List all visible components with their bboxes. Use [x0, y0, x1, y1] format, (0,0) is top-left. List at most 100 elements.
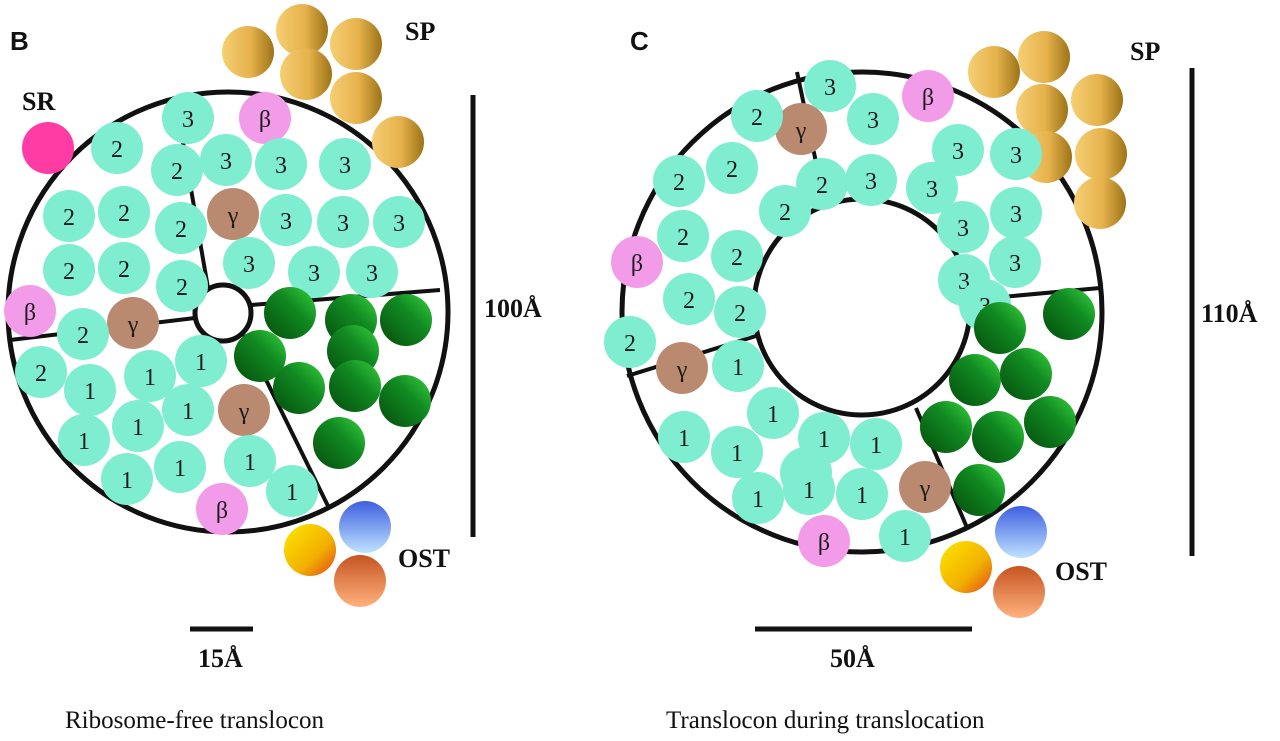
subunit-label: 1 — [899, 525, 911, 551]
subunit-label: 3 — [308, 261, 320, 287]
teal-subunit-icon — [223, 237, 275, 289]
subunit-label: 1 — [732, 355, 744, 381]
subunit-label: 2 — [77, 323, 89, 349]
signal-peptidase-icon — [1075, 128, 1127, 180]
teal-subunit-icon — [200, 134, 252, 186]
subunit-label: 3 — [824, 75, 836, 101]
subunit-label: 3 — [280, 209, 292, 235]
gamma-subunit-icon — [899, 461, 951, 513]
sr-label: SR — [22, 87, 55, 116]
signal-peptidase-icon — [1016, 84, 1068, 136]
green-subunit-icon — [1043, 288, 1095, 340]
teal-subunit-icon — [845, 154, 897, 206]
caption-c: Translocon during translocation — [666, 707, 985, 734]
srp-receptor-icon — [22, 122, 74, 174]
green-subunit-icon — [920, 401, 972, 453]
teal-subunit-icon — [932, 124, 984, 176]
subunit-label: 2 — [673, 170, 685, 196]
signal-peptidase-icon — [1071, 74, 1123, 126]
teal-subunit-icon — [43, 190, 95, 242]
teal-subunit-icon — [706, 142, 758, 194]
teal-subunit-icon — [224, 435, 276, 487]
subunit-label: 3 — [865, 169, 877, 195]
subunit-label: 2 — [751, 105, 763, 131]
subunit-label: 3 — [957, 216, 969, 242]
teal-subunit-icon — [101, 453, 153, 505]
ost-label-c: OST — [1055, 557, 1107, 586]
subunit-label: 1 — [286, 480, 298, 506]
subunit-label: 1 — [144, 365, 156, 391]
subunit-label: 2 — [176, 275, 188, 301]
caption-b: Ribosome-free translocon — [65, 707, 324, 734]
ost-icon — [284, 524, 336, 576]
subunit-label: β — [259, 107, 271, 133]
gamma-subunit-icon — [107, 297, 159, 349]
panel-label-c: C — [630, 26, 649, 56]
gamma-subunit-icon — [656, 342, 708, 394]
green-subunit-icon — [329, 360, 381, 412]
subunit-label: 3 — [393, 211, 405, 237]
teal-subunit-icon — [759, 185, 811, 237]
gamma-subunit-icon — [218, 384, 270, 436]
teal-subunit-icon — [850, 418, 902, 470]
subunit-label: 2 — [63, 205, 75, 231]
ost-icon — [995, 506, 1047, 558]
scale-label-small-b: 15Å — [198, 644, 243, 673]
subunit-label: 3 — [366, 261, 378, 287]
signal-peptidase-icon — [276, 4, 328, 56]
teal-subunit-icon — [731, 90, 783, 142]
green-subunit-icon — [1024, 396, 1076, 448]
beta-subunit-icon — [611, 236, 663, 288]
teal-subunit-icon — [990, 187, 1042, 239]
scale-label-vertical-b: 100Å — [484, 294, 542, 323]
teal-subunit-icon — [836, 468, 888, 520]
teal-subunit-icon — [288, 246, 340, 298]
green-subunit-icon — [949, 354, 1001, 406]
subunit-label: 1 — [132, 415, 144, 441]
subunit-label: γ — [676, 357, 688, 383]
subunit-label: 1 — [678, 426, 690, 452]
subunit-label: 2 — [111, 137, 123, 163]
subunit-label: 2 — [734, 301, 746, 327]
teal-subunit-icon — [879, 510, 931, 562]
subunit-label: 1 — [244, 450, 256, 476]
subunit-label: 1 — [195, 350, 207, 376]
ost-icon — [334, 555, 386, 607]
teal-subunit-icon — [783, 463, 835, 515]
subunit-label: 2 — [731, 245, 743, 271]
panel-label-b: B — [10, 26, 29, 56]
ost-icon — [940, 541, 992, 593]
teal-subunit-icon — [906, 162, 958, 214]
teal-subunit-icon — [346, 246, 398, 298]
teal-subunit-icon — [124, 350, 176, 402]
green-subunit-icon — [264, 287, 316, 339]
teal-subunit-icon — [266, 465, 318, 517]
subunit-label: 3 — [926, 177, 938, 203]
subunit-label: 2 — [63, 259, 75, 285]
green-subunit-icon — [234, 330, 286, 382]
teal-subunit-icon — [98, 242, 150, 294]
subunit-label: 2 — [175, 217, 187, 243]
subunit-label: 3 — [337, 211, 349, 237]
subunit-label: 2 — [118, 257, 130, 283]
ost-label-b: OST — [398, 544, 450, 573]
subunit-label: 1 — [767, 402, 779, 428]
beta-subunit-icon — [239, 92, 291, 144]
subunit-label: 1 — [182, 399, 194, 425]
subunit-label: 2 — [779, 200, 791, 226]
subunit-label: 2 — [624, 331, 636, 357]
subunit-label: 3 — [220, 149, 232, 175]
teal-subunit-icon — [162, 384, 214, 436]
subunit-label: 1 — [731, 441, 743, 467]
panel-c: C βββγγγ22222222223333333333311111111111… — [604, 26, 1258, 734]
subunit-label: γ — [919, 476, 931, 502]
central-pore-b — [192, 282, 254, 344]
teal-subunit-icon — [711, 426, 763, 478]
subunit-label: γ — [238, 399, 250, 425]
signal-peptidase-icon — [1018, 31, 1070, 83]
beta-subunit-icon — [4, 285, 56, 337]
beta-subunit-icon — [798, 515, 850, 567]
subunit-label: 3 — [952, 139, 964, 165]
